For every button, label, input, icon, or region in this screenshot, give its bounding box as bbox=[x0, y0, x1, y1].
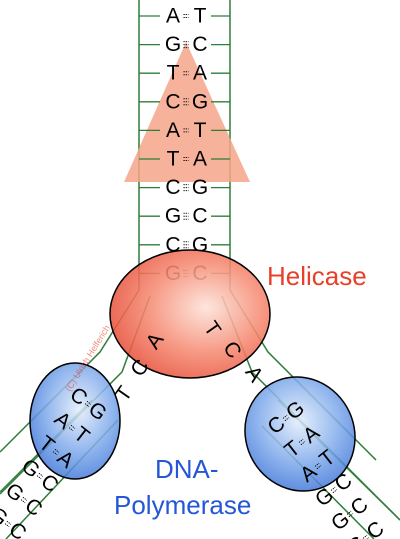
hydrogen-bond bbox=[330, 486, 338, 494]
base-left: T bbox=[167, 148, 180, 171]
hydrogen-bond bbox=[52, 448, 60, 456]
base-left: G bbox=[327, 507, 354, 535]
base-right: C bbox=[192, 33, 207, 56]
direction-arrow bbox=[124, 42, 250, 182]
base-right: C bbox=[346, 493, 372, 520]
base-left: A bbox=[166, 5, 180, 28]
hydrogen-bond bbox=[362, 534, 370, 539]
base-right: G bbox=[192, 90, 208, 113]
polymerase-label-line2: Polymerase bbox=[114, 490, 251, 520]
hydrogen-bond bbox=[4, 520, 12, 528]
hydrogen-bond bbox=[183, 212, 189, 220]
polymerase-enzyme-left bbox=[29, 362, 121, 480]
hydrogen-bond bbox=[298, 438, 306, 446]
hydrogen-bond bbox=[183, 184, 189, 192]
base-left: G bbox=[1, 479, 28, 507]
hydrogen-bond bbox=[183, 128, 189, 133]
hydrogen-bond bbox=[314, 462, 322, 470]
unwinding-direction-arrow bbox=[124, 42, 250, 182]
base-right: T bbox=[194, 119, 207, 142]
hydrogen-bond bbox=[84, 400, 92, 408]
polymerase-enzyme-right bbox=[244, 376, 356, 492]
base-right: G bbox=[192, 176, 208, 199]
hydrogen-bond bbox=[183, 157, 189, 161]
base-right: C bbox=[192, 205, 207, 228]
base-left: C bbox=[165, 176, 180, 199]
hydrogen-bond bbox=[68, 424, 76, 432]
hydrogen-bond bbox=[282, 414, 290, 422]
hydrogen-bond bbox=[183, 71, 189, 76]
hydrogen-bond bbox=[183, 14, 189, 18]
base-right: C bbox=[4, 518, 30, 539]
base-left: G bbox=[0, 503, 12, 531]
base-left: G bbox=[165, 33, 181, 56]
base-right: T bbox=[194, 5, 207, 28]
helicase-enzyme bbox=[109, 249, 271, 379]
base-right: C bbox=[20, 494, 46, 521]
base-right: A bbox=[193, 62, 207, 85]
hydrogen-bond bbox=[183, 241, 189, 249]
base-left: G bbox=[165, 205, 181, 228]
hydrogen-bond bbox=[183, 41, 189, 49]
base-left: C bbox=[165, 90, 180, 113]
base-right: A bbox=[193, 148, 207, 171]
helicase-label: Helicase bbox=[267, 261, 367, 291]
hydrogen-bond bbox=[183, 98, 189, 106]
base-left: T bbox=[167, 62, 180, 85]
polymerase-label-line1: DNA- bbox=[155, 454, 219, 484]
base-right: C bbox=[362, 517, 388, 539]
hydrogen-bond bbox=[36, 472, 44, 480]
base-left: G bbox=[343, 531, 370, 539]
hydrogen-bond bbox=[346, 510, 354, 518]
hydrogen-bond bbox=[20, 496, 28, 504]
base-left: A bbox=[166, 119, 180, 142]
